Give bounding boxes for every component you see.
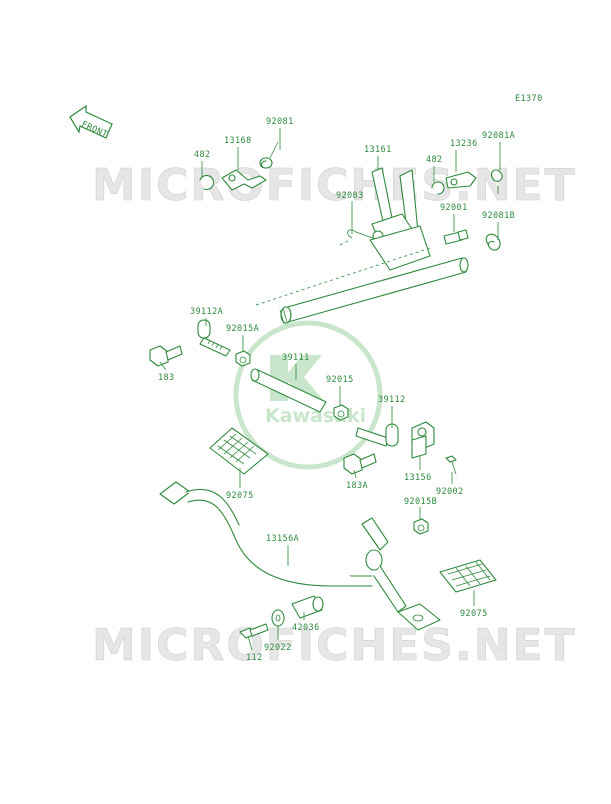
part-13236-plate [445, 171, 477, 189]
label-92001: 92001 [440, 203, 468, 213]
part-92083-spring [347, 229, 379, 241]
part-92081-spring [259, 141, 279, 169]
part-42036-collar [291, 595, 324, 619]
label-39111: 39111 [282, 353, 310, 363]
part-92015-nut [333, 404, 349, 421]
label-92002: 92002 [436, 487, 464, 497]
diagram-code: E1370 [515, 94, 543, 104]
part-13168-plate [221, 169, 267, 191]
label-92075-left: 92075 [226, 491, 254, 501]
label-92081A: 92081A [482, 131, 515, 141]
label-92022: 92022 [264, 643, 292, 653]
label-482-left: 482 [194, 150, 211, 160]
part-shift-shaft [279, 225, 469, 325]
part-39112A-rod-end [197, 319, 231, 357]
part-482-circlip-right [431, 181, 445, 195]
label-112: 112 [246, 653, 263, 663]
part-92015A-nut [235, 350, 251, 367]
part-13156-lever [411, 421, 435, 459]
part-92075-pedal-rubber-right [439, 559, 497, 593]
label-13161: 13161 [364, 145, 392, 155]
label-92081B: 92081B [482, 211, 515, 221]
part-39112-rod-end [355, 423, 399, 447]
part-92001-bolt [443, 229, 469, 245]
part-183-bolt [149, 345, 183, 367]
label-92083: 92083 [336, 191, 364, 201]
label-39112A: 39112A [190, 307, 223, 317]
label-92015: 92015 [326, 375, 354, 385]
label-92075-right: 92075 [460, 609, 488, 619]
part-92081B-spring [485, 233, 501, 251]
part-92015B-nut [413, 518, 429, 535]
label-13236: 13236 [450, 139, 478, 149]
label-183: 183 [158, 373, 175, 383]
front-arrow-icon: FRONT [69, 104, 113, 140]
label-92081: 92081 [266, 117, 294, 127]
label-92015A: 92015A [226, 324, 259, 334]
label-39112: 39112 [378, 395, 406, 405]
label-13156A: 13156A [266, 534, 299, 544]
label-13156: 13156 [404, 473, 432, 483]
watermark-top: MICROFICHES.NET [92, 160, 577, 211]
part-92022-washer [271, 609, 285, 627]
part-112-bolt [239, 623, 269, 639]
label-92015B: 92015B [404, 497, 437, 507]
part-482-circlip-left [199, 174, 215, 191]
label-183A: 183A [346, 481, 368, 491]
label-42036: 42036 [292, 623, 320, 633]
part-92081A-spring [491, 169, 503, 194]
leader-lines [159, 128, 501, 651]
part-13156A-pedal [159, 481, 441, 631]
part-183A-bolt [343, 453, 377, 475]
part-92075-pedal-rubber-left [209, 427, 269, 475]
watermark-bottom: MICROFICHES.NET [92, 620, 577, 671]
part-92002-screw [445, 455, 457, 475]
label-13168: 13168 [224, 136, 252, 146]
label-482-right: 482 [426, 155, 443, 165]
part-39111-tie-rod [250, 368, 327, 413]
